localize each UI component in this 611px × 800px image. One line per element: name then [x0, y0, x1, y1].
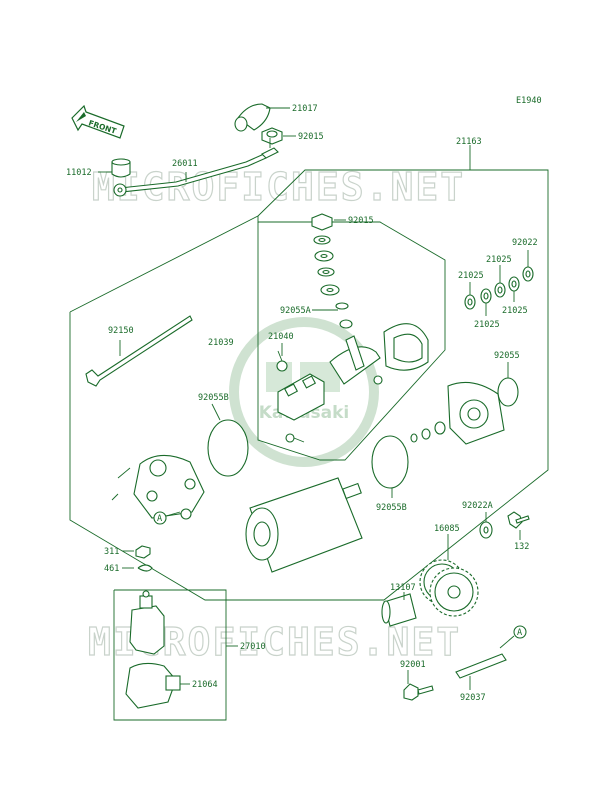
callout-labels: 21017 92015 21163 11012 26011 92015 9202… [66, 104, 538, 703]
bolt-92001-part [403, 670, 434, 701]
callout-21163: 21163 [456, 137, 482, 147]
callout-21025-c: 21025 [502, 306, 528, 316]
callout-461: 461 [104, 564, 119, 574]
nut-311-part [122, 545, 151, 559]
diagram-code: E1940 [516, 96, 542, 106]
terminal-washer-stack [311, 213, 353, 329]
callout-26011: 26011 [172, 159, 198, 169]
plate-92037-part [455, 653, 507, 690]
callout-13107: 13107 [390, 583, 416, 593]
brush-holder-outline [257, 221, 446, 461]
relay-bracket-part [125, 662, 190, 709]
callout-21064: 21064 [192, 680, 218, 690]
callout-21017: 21017 [292, 104, 318, 114]
brush-plate-part [329, 335, 383, 385]
callout-92055b-left: 92055B [198, 393, 229, 403]
o-ring-right-part [497, 362, 519, 407]
callout-21040: 21040 [268, 332, 294, 342]
callout-311: 311 [104, 547, 119, 557]
armature-shell-part [383, 323, 429, 371]
callout-21025-d: 21025 [474, 320, 500, 330]
callout-92015-top: 92015 [298, 132, 324, 142]
circlip-461-part [122, 564, 153, 572]
bolt-132-part [507, 511, 530, 540]
callout-92001: 92001 [400, 660, 426, 670]
callout-92022a: 92022A [462, 501, 493, 511]
o-ring-center-part [371, 435, 409, 498]
ref-a-left-label: A [157, 514, 162, 524]
end-housing-left-part [111, 454, 205, 520]
starter-motor-part [245, 477, 363, 573]
callout-21039: 21039 [208, 338, 234, 348]
starter-relay-outline [113, 589, 238, 721]
callout-92055a: 92055A [280, 306, 311, 316]
front-arrow-icon: FRONT [71, 104, 125, 139]
starter-relay-part [129, 590, 165, 655]
cable-boot-part [98, 158, 131, 178]
ref-a-left: A [153, 511, 181, 525]
nut-part-top [261, 127, 296, 145]
idle-gear-part [419, 534, 479, 617]
assembly-outline [69, 145, 549, 601]
washer-92022a-part [479, 512, 493, 539]
callout-16085: 16085 [434, 524, 460, 534]
washer-group-right [464, 250, 534, 316]
callout-11012: 11012 [66, 168, 92, 178]
brush-holder-part [276, 343, 325, 443]
callout-92055: 92055 [494, 351, 520, 361]
starter-cap-part [234, 103, 290, 132]
callout-92150: 92150 [108, 326, 134, 336]
through-bolt-part [85, 315, 193, 387]
callout-21025-a: 21025 [486, 255, 512, 265]
callout-92022: 92022 [512, 238, 538, 248]
callout-92015-stack: 92015 [348, 216, 374, 226]
callout-27010: 27010 [240, 642, 266, 652]
ref-a-right: A [499, 625, 527, 649]
o-ring-left-part [207, 403, 249, 477]
starter-cable-part [113, 138, 279, 197]
callout-92037: 92037 [460, 693, 486, 703]
ref-a-right-label: A [517, 628, 522, 638]
callout-92055b-center: 92055B [376, 503, 407, 513]
gear-shaft-part [381, 592, 417, 627]
callout-21025-b: 21025 [458, 271, 484, 281]
callout-132: 132 [514, 542, 529, 552]
end-cover-right-part [410, 381, 505, 445]
